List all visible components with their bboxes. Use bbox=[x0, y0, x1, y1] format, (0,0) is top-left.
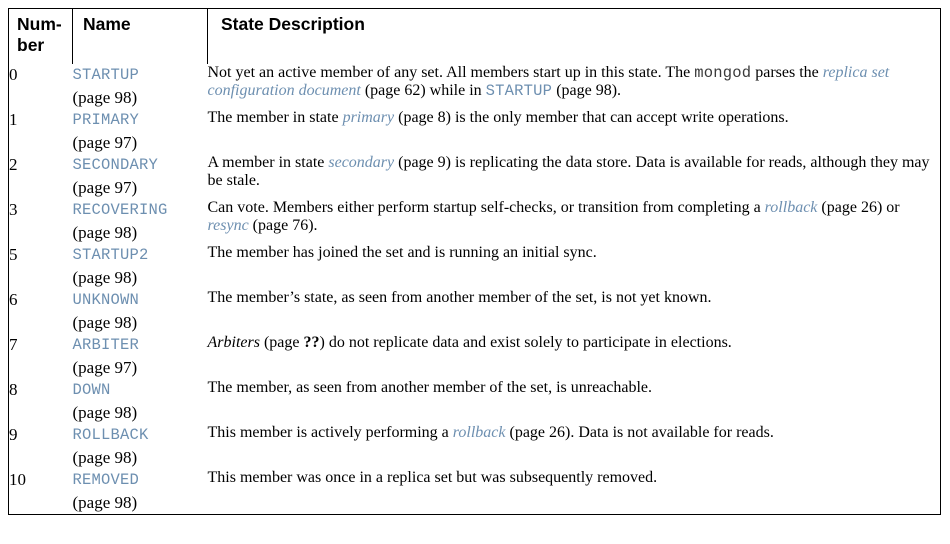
state-name-page-reference: (page 98) bbox=[72, 447, 138, 467]
table-row: 5 STARTUP2 (page 98) The member has joined … bbox=[9, 244, 941, 289]
table-row: 6 UNKNOWN (page 98) The member’s state, as … bbox=[9, 289, 941, 334]
cell-state-description: The member in state primary (page 8) is … bbox=[208, 109, 941, 154]
cross-reference-link[interactable]: secondary bbox=[328, 154, 395, 171]
cell-state-name: SECONDARY (page 97) bbox=[73, 154, 208, 199]
unresolved-reference: ?? bbox=[303, 334, 320, 351]
state-name-link[interactable]: UNKNOWN bbox=[72, 291, 140, 309]
cross-reference-link[interactable]: rollback bbox=[452, 424, 506, 441]
cell-state-name: UNKNOWN (page 98) bbox=[73, 289, 208, 334]
desc-text: A member in state bbox=[207, 154, 329, 171]
column-header-number-line1: Num- bbox=[17, 14, 62, 34]
state-name-link[interactable]: SECONDARY bbox=[72, 156, 159, 174]
cell-state-number: 7 bbox=[9, 335, 18, 354]
table-row: 1 PRIMARY (page 97) The member in state pri… bbox=[9, 109, 941, 154]
cell-state-name: RECOVERING (page 98) bbox=[73, 199, 208, 244]
cell-state-number: 2 bbox=[9, 155, 18, 174]
column-header-state-description: State Description bbox=[221, 14, 365, 34]
cell-state-number: 1 bbox=[9, 110, 18, 129]
state-name-page-reference: (page 97) bbox=[72, 132, 138, 152]
column-header-name: Name bbox=[72, 8, 208, 64]
state-name-page-reference: (page 98) bbox=[72, 402, 138, 422]
column-header-number: Num- ber bbox=[8, 8, 73, 64]
desc-text: The member’s state, as seen from another… bbox=[207, 289, 712, 306]
state-name-link[interactable]: PRIMARY bbox=[72, 111, 140, 129]
state-name-link[interactable]: ARBITER bbox=[72, 336, 140, 354]
cell-state-description: Can vote. Members either perform startup… bbox=[208, 199, 941, 244]
state-name-link[interactable]: ROLLBACK bbox=[72, 426, 149, 444]
cell-state-description: This member was once in a replica set bu… bbox=[208, 469, 941, 515]
desc-text: (page 26). Data is not available for rea… bbox=[505, 424, 774, 441]
table-row: 9 ROLLBACK (page 98) This member is activel… bbox=[9, 424, 941, 469]
cell-state-description: Arbiters (page ??) do not replicate data… bbox=[208, 334, 941, 379]
cell-state-description: This member is actively performing a rol… bbox=[208, 424, 941, 469]
desc-text: (page 98). bbox=[552, 82, 622, 99]
state-name-link[interactable]: STARTUP2 bbox=[72, 246, 149, 264]
inline-code-link[interactable]: STARTUP bbox=[485, 82, 553, 100]
state-name-page-reference: (page 98) bbox=[72, 87, 138, 107]
inline-code: mongod bbox=[694, 64, 752, 82]
table-row: 10 REMOVED (page 98) This member was once i… bbox=[9, 469, 941, 515]
table-header-row: Num- ber Name State Description bbox=[8, 8, 941, 64]
cell-state-name: ROLLBACK (page 98) bbox=[73, 424, 208, 469]
cell-state-number: 3 bbox=[9, 200, 18, 219]
cell-state-number: 5 bbox=[9, 245, 18, 264]
cross-reference-link[interactable]: replica set configuration document bbox=[207, 64, 890, 99]
state-name-page-reference: (page 97) bbox=[72, 357, 138, 377]
desc-text: (page 8) is the only member that can acc… bbox=[394, 109, 789, 126]
desc-text: The member has joined the set and is run… bbox=[207, 244, 597, 261]
cell-state-name: STARTUP (page 98) bbox=[73, 64, 208, 109]
state-name-page-reference: (page 97) bbox=[72, 177, 138, 197]
state-name-link[interactable]: REMOVED bbox=[72, 471, 140, 489]
state-name-page-reference: (page 98) bbox=[72, 492, 138, 512]
desc-text: (page 9) is replicating the data store. … bbox=[207, 154, 930, 189]
cell-state-description: A member in state secondary (page 9) is … bbox=[208, 154, 941, 199]
state-name-link[interactable]: STARTUP bbox=[72, 66, 140, 84]
table-row: 3 RECOVERING (page 98) Can vote. Members ei… bbox=[9, 199, 941, 244]
cross-reference-link[interactable]: rollback bbox=[764, 199, 818, 216]
desc-text: (page 26) or bbox=[817, 199, 900, 216]
desc-text: (page bbox=[259, 334, 304, 351]
column-header-number-line2: ber bbox=[17, 35, 45, 55]
state-name-page-reference: (page 98) bbox=[72, 222, 138, 242]
cell-state-name: REMOVED (page 98) bbox=[73, 469, 208, 515]
cell-state-description: Not yet an active member of any set. All… bbox=[208, 64, 941, 109]
table-row: 7 ARBITER (page 97) Arbiters (page ??) do n… bbox=[9, 334, 941, 379]
emphasis-text: Arbiters bbox=[207, 334, 260, 351]
cell-state-number: 6 bbox=[9, 290, 18, 309]
cell-state-number: 9 bbox=[9, 425, 18, 444]
desc-text: The member in state bbox=[207, 109, 343, 126]
desc-text: The member, as seen from another member … bbox=[207, 379, 653, 396]
cell-state-name: STARTUP2 (page 98) bbox=[73, 244, 208, 289]
cross-reference-link[interactable]: resync bbox=[207, 217, 249, 234]
desc-text: parses the bbox=[751, 64, 823, 81]
cell-state-number: 10 bbox=[9, 470, 26, 489]
cell-state-number: 8 bbox=[9, 380, 18, 399]
table-row: 2 SECONDARY (page 97) A member in state sec… bbox=[9, 154, 941, 199]
state-name-page-reference: (page 98) bbox=[72, 267, 138, 287]
cross-reference-link[interactable]: primary bbox=[342, 109, 395, 126]
desc-text: This member is actively performing a bbox=[207, 424, 453, 441]
desc-text: Can vote. Members either perform startup… bbox=[207, 199, 765, 216]
cell-state-description: The member’s state, as seen from another… bbox=[208, 289, 941, 334]
desc-text: ) do not replicate data and exist solely… bbox=[319, 334, 732, 351]
desc-text: Not yet an active member of any set. All… bbox=[207, 64, 695, 81]
cell-state-description: The member, as seen from another member … bbox=[208, 379, 941, 424]
cell-state-name: DOWN (page 98) bbox=[73, 379, 208, 424]
desc-text: This member was once in a replica set bu… bbox=[207, 469, 658, 486]
cell-state-name: PRIMARY (page 97) bbox=[73, 109, 208, 154]
cell-state-name: ARBITER (page 97) bbox=[73, 334, 208, 379]
table-header: Num- ber Name State Description bbox=[8, 8, 941, 64]
desc-text: (page 76). bbox=[248, 217, 318, 234]
state-name-link[interactable]: RECOVERING bbox=[72, 201, 168, 219]
cell-state-description: The member has joined the set and is run… bbox=[208, 244, 941, 289]
table-row: 8 DOWN (page 98) The member, as seen from a… bbox=[9, 379, 941, 424]
state-name-page-reference: (page 98) bbox=[72, 312, 138, 332]
cell-state-number: 0 bbox=[9, 65, 18, 84]
state-name-link[interactable]: DOWN bbox=[72, 381, 111, 399]
desc-text: (page 62) while in bbox=[360, 82, 486, 99]
